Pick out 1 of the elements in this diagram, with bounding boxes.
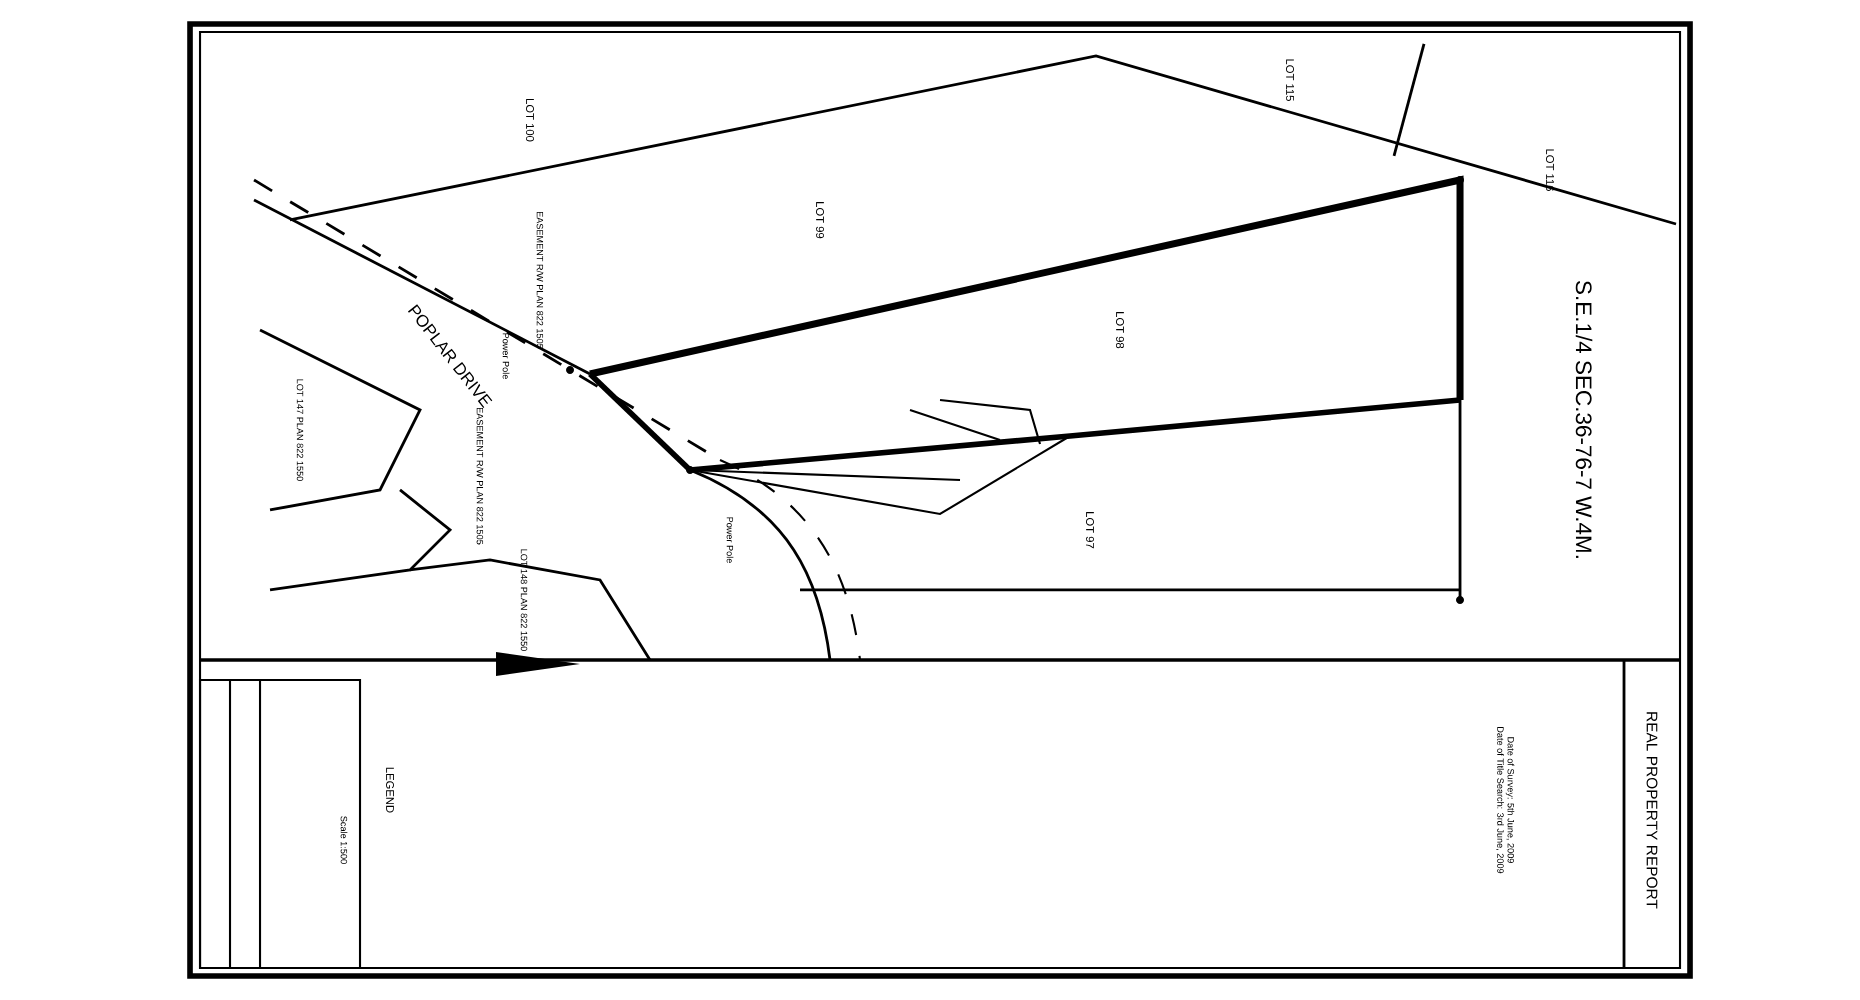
section-label: S.E.1/4 SEC.36-76-7 W.4M.	[1575, 280, 1593, 558]
